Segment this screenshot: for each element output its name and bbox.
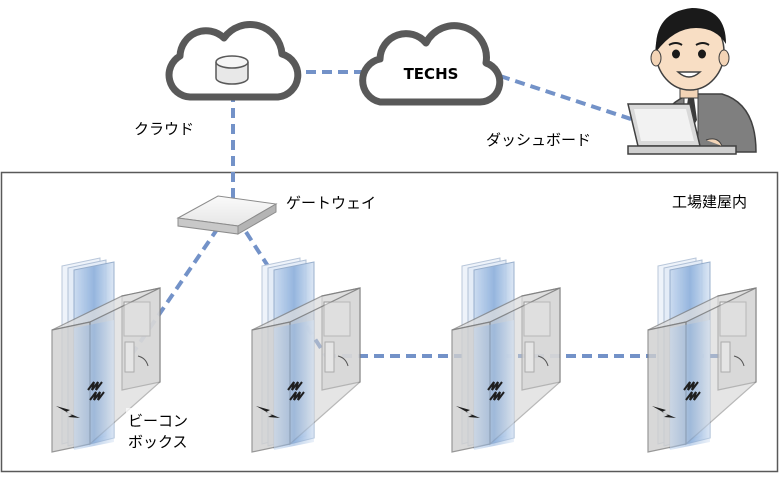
techs-label: TECHS [404, 65, 459, 83]
beacon-label-line2: ボックス [128, 433, 188, 451]
gateway-icon [176, 195, 278, 235]
beacon-label-line1: ビーコン [128, 412, 188, 430]
techs-cloud-icon [359, 22, 504, 106]
dashboard-label: ダッシュボード [486, 131, 591, 149]
cloud-icon [165, 21, 302, 101]
database-icon [215, 55, 249, 85]
factory-label: 工場建屋内 [672, 193, 747, 211]
gateway-label: ゲートウェイ [286, 194, 376, 212]
link-techs-dashboard [499, 74, 641, 124]
beacon-box-2 [251, 257, 361, 453]
cloud-label: クラウド [134, 120, 194, 138]
beacon-box-3 [451, 257, 561, 453]
factory-boundary [0, 171, 779, 473]
laptop-icon [627, 103, 737, 155]
beacon-box-4 [647, 257, 757, 453]
